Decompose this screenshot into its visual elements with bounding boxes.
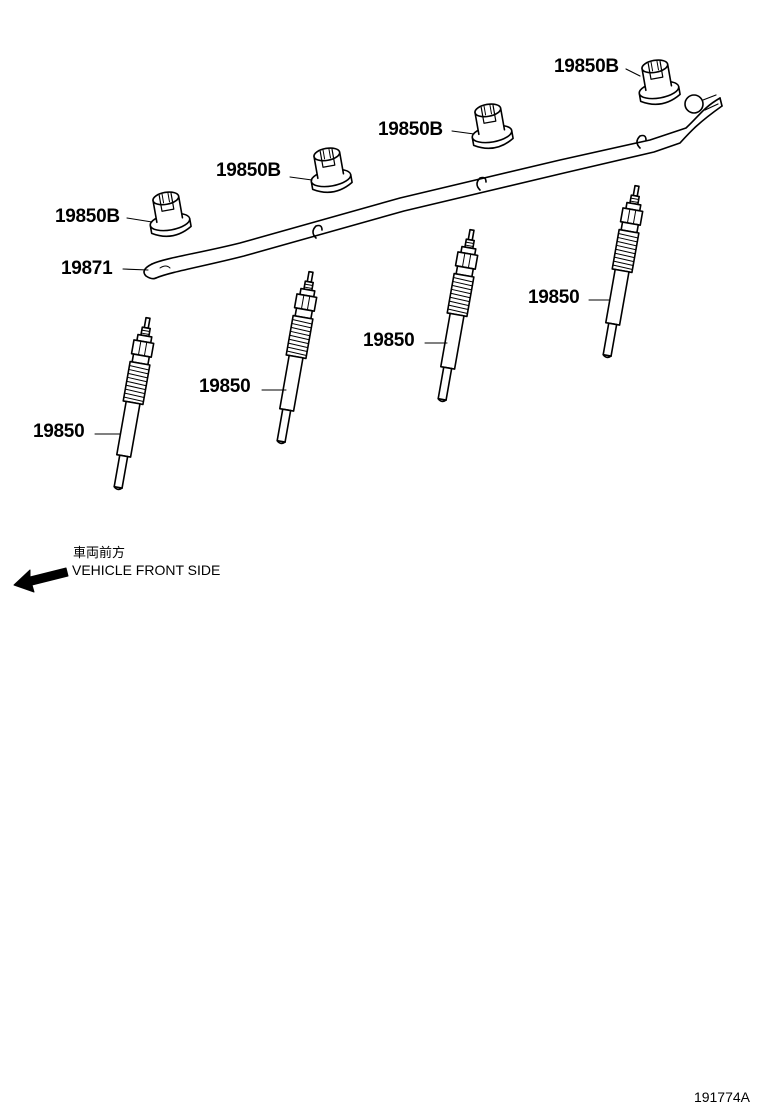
label-bus-bar: 19871: [61, 258, 113, 279]
direction-label-japanese: 車両前方: [73, 546, 126, 561]
label-nut-2: 19850B: [216, 160, 281, 181]
insulator-nut-4: [633, 56, 682, 109]
glow-plug-2: [270, 269, 322, 446]
insulator-nut-2: [305, 144, 354, 197]
bus-bar: [143, 94, 723, 280]
label-plug-4: 19850: [528, 287, 580, 308]
left-arrow-icon: [13, 567, 69, 593]
label-plug-3: 19850: [363, 330, 415, 351]
figure-id: 191774A: [693, 1089, 750, 1105]
label-plug-2: 19850: [199, 376, 251, 397]
glow-plug-4: [596, 183, 648, 360]
leader-lines: [94, 68, 641, 435]
insulator-nut-1: [144, 188, 193, 241]
direction-label-english: VEHICLE FRONT SIDE: [72, 562, 221, 578]
insulator-nut-3: [466, 100, 515, 153]
label-nut-3: 19850B: [378, 119, 443, 140]
label-nut-1: 19850B: [55, 206, 120, 227]
glow-plug-1: [107, 315, 159, 492]
label-plug-1: 19850: [33, 421, 85, 442]
glow-plug-3: [431, 227, 483, 404]
label-nut-4: 19850B: [554, 56, 619, 77]
